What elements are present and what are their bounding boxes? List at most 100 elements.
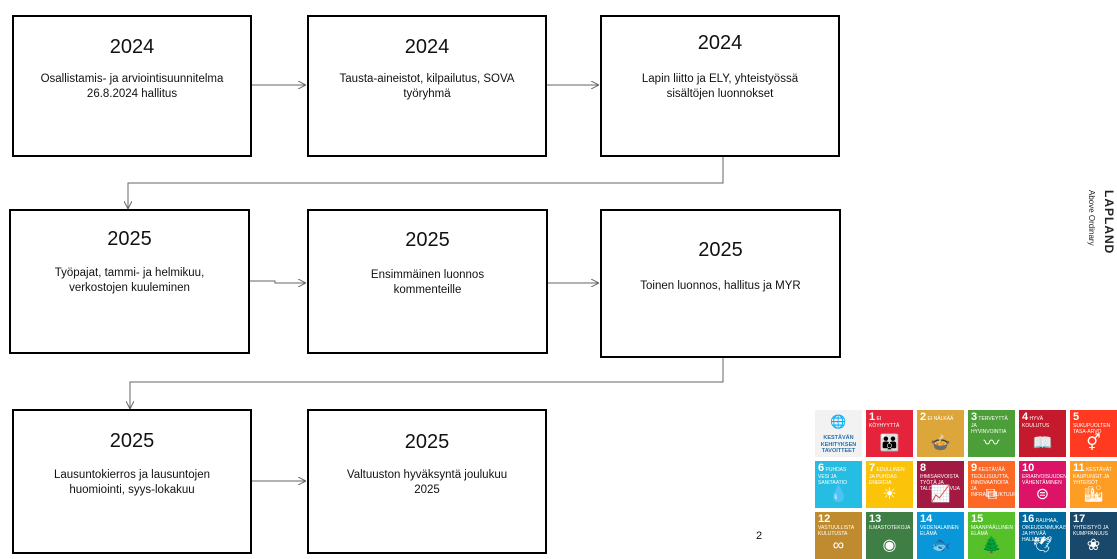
step-box-6: 2025 Toinen luonnos, hallitus ja MYR [600, 209, 841, 358]
step-year: 2024 [404, 36, 450, 58]
step-year: 2025 [404, 431, 450, 453]
sdg-tile-8: 8 IHMISARVOISTA TYÖTÄ JA TALOUSKASVUA📈 [917, 461, 964, 508]
step-description: Valtuuston hyväksyntä joulukuu 2025 [346, 469, 508, 496]
sdg-tile-label: RAUHAA, OIKEUDENMUKAISUUTTA JA HYVÄÄ HAL… [1022, 518, 1066, 543]
step-description: Osallistamis- ja arviointisuunnitelma 26… [40, 73, 224, 100]
sdg-tile-label: MAANPÄÄLLINEN ELÄMÄ [971, 525, 1013, 537]
logo-tagline: Above Ordinary [1087, 190, 1096, 246]
arrow-6-7 [130, 358, 724, 408]
lapland-logo: LAPLAND Above Ordinary [1084, 190, 1117, 270]
step-box-7: 2025 Lausuntokierros ja lausuntojen huom… [12, 409, 252, 554]
step-box-1: 2024 Osallistamis- ja arviointisuunnitel… [12, 15, 252, 157]
sdg-tile-label: VEDENALAINEN ELÄMÄ [920, 525, 959, 537]
step-box-3: 2024 Lapin liitto ja ELY, yhteistyössä s… [600, 15, 840, 157]
infinity-icon: ∞ [832, 537, 845, 554]
people-icon: 👪 [879, 435, 900, 452]
sdg-tile-label: TERVEYTTÄ JA HYVINVOINTIA [971, 416, 1008, 435]
sdg-tile-number: 14 [920, 513, 933, 525]
bowl-icon: 🍲 [930, 435, 951, 452]
sdg-tile-6: 6 PUHDAS VESI JA SANITAATIO💧 [815, 461, 862, 508]
sdg-tile-number: 7 [869, 462, 876, 474]
sdg-tile-number: 13 [869, 513, 882, 525]
eye-icon: ◉ [882, 537, 897, 554]
sdg-goals-grid: 🌐 KESTÄVÄN KEHITYKSEN TAVOITTEET 1 EI KÖ… [815, 410, 1117, 559]
sdg-tile-label: EI KÖYHYYTTÄ [869, 416, 900, 429]
step-year: 2024 [697, 32, 743, 54]
sdg-tile-4: 4 HYVÄ KOULUTUS 📖 [1019, 410, 1066, 457]
sdg-tile-3: 3 TERVEYTTÄ JA HYVINVOINTIA〰 [968, 410, 1015, 457]
sdg-tile-number: 8 [920, 462, 927, 474]
sdg-tile-7: 7 EDULLINEN JA PUHDAS ENERGIA☀ [866, 461, 913, 508]
sdg-tile-11: 11 KESTÄVÄT KAUPUNGIT JA YHTEISÖT🏙 [1070, 461, 1117, 508]
step-year: 2025 [107, 228, 152, 250]
sdg-tile-label: EDULLINEN JA PUHDAS ENERGIA [869, 467, 905, 486]
sdg-tile-16: 16 RAUHAA, OIKEUDENMUKAISUUTTA JA HYVÄÄ … [1019, 512, 1066, 559]
step-year: 2025 [109, 430, 155, 452]
sdg-logo-label: KESTÄVÄN KEHITYKSEN TAVOITTEET [820, 435, 857, 454]
step-box-8: 2025 Valtuuston hyväksyntä joulukuu 2025 [307, 409, 547, 554]
sdg-tile-9: 9 KESTÄVÄÄ TEOLLISUUTTA, INNOVAATIOITA J… [968, 461, 1015, 508]
tree-icon: 🌲 [981, 537, 1002, 554]
growth-icon: 📈 [930, 486, 951, 503]
sdg-tile-label: KESTÄVÄT KAUPUNGIT JA YHTEISÖT [1073, 467, 1113, 486]
sdg-tile-label: KESTÄVÄÄ TEOLLISUUTTA, INNOVAATIOITA JA … [971, 467, 1015, 498]
gender-icon: ⚥ [1086, 435, 1101, 452]
step-description: Toinen luonnos, hallitus ja MYR [640, 280, 801, 292]
cubes-icon: ⧉ [985, 486, 998, 503]
step-description: Lausuntokierros ja lausuntojen huomioint… [54, 469, 210, 496]
un-emblem-icon: 🌐 [830, 414, 847, 429]
sdg-logo-tile: 🌐 KESTÄVÄN KEHITYKSEN TAVOITTEET [815, 410, 862, 457]
step-description: Tausta-aineistot, kilpailutus, SOVA työr… [339, 73, 515, 100]
page-number: 2 [756, 530, 763, 542]
sdg-tile-label: SUKUPUOLTEN TASA-ARVO [1073, 423, 1111, 435]
arrow-4-5 [250, 281, 305, 283]
sdg-tile-number: 2 [920, 411, 927, 423]
sun-icon: ☀ [882, 486, 897, 503]
fish-icon: 🐟 [930, 537, 951, 554]
sdg-tile-number: 9 [971, 462, 978, 474]
logo-name: LAPLAND [1102, 190, 1116, 255]
sdg-tile-label: HYVÄ KOULUTUS [1022, 416, 1050, 429]
step-box-4: 2025 Työpajat, tammi- ja helmikuu, verko… [9, 209, 250, 354]
step-box-5: 2025 Ensimmäinen luonnos kommenteille [307, 209, 548, 354]
rings-icon: ❀ [1086, 537, 1101, 554]
sdg-tile-number: 17 [1073, 513, 1086, 525]
sdg-tile-14: 14 VEDENALAINEN ELÄMÄ🐟 [917, 512, 964, 559]
heartbeat-icon: 〰 [983, 435, 1000, 452]
sdg-tile-number: 6 [818, 462, 825, 474]
step-year: 2024 [109, 36, 155, 58]
sdg-tile-number: 12 [818, 513, 831, 525]
sdg-tile-10: 10 ERIARVOISUUDEN VÄHENTÄMINEN⊜ [1019, 461, 1066, 508]
sdg-tile-13: 13 ILMASTOTEKOJA ◉ [866, 512, 913, 559]
step-description: Työpajat, tammi- ja helmikuu, verkostoje… [54, 267, 205, 294]
book-icon: 📖 [1032, 435, 1053, 452]
sdg-tile-label: VASTUULLISTA KULUTUSTA [818, 525, 854, 537]
sdg-tile-label: IHMISARVOISTA TYÖTÄ JA TALOUSKASVUA [920, 474, 960, 492]
equality-icon: ⊜ [1035, 486, 1050, 503]
sdg-tile-number: 4 [1022, 411, 1029, 423]
water-icon: 💧 [828, 486, 849, 503]
sdg-tile-5: 5 SUKUPUOLTEN TASA-ARVO⚥ [1070, 410, 1117, 457]
step-year: 2025 [698, 239, 743, 261]
sdg-tile-label: PUHDAS VESI JA SANITAATIO [818, 467, 847, 486]
step-description: Lapin liitto ja ELY, yhteistyössä sisält… [641, 73, 799, 100]
sdg-tile-17: 17 YHTEISTYÖ JA KUMPPANUUS❀ [1070, 512, 1117, 559]
sdg-tile-label: YHTEISTYÖ JA KUMPPANUUS [1073, 525, 1109, 537]
sdg-tile-number: 10 [1022, 462, 1035, 474]
sdg-tile-1: 1 EI KÖYHYYTTÄ 👪 [866, 410, 913, 457]
sdg-tile-label: ILMASTOTEKOJA [869, 525, 911, 531]
sdg-tile-label: EI NÄLKÄÄ [926, 416, 954, 422]
city-icon: 🏙 [1083, 486, 1104, 503]
sdg-tile-number: 16 [1022, 513, 1035, 525]
sdg-tile-2: 2 EI NÄLKÄÄ 🍲 [917, 410, 964, 457]
sdg-tile-number: 15 [971, 513, 984, 525]
sdg-tile-number: 1 [869, 411, 876, 423]
sdg-tile-number: 11 [1073, 462, 1085, 474]
sdg-tile-15: 15 MAANPÄÄLLINEN ELÄMÄ🌲 [968, 512, 1015, 559]
sdg-tile-label: ERIARVOISUUDEN VÄHENTÄMINEN [1022, 474, 1066, 486]
arrow-3-4 [128, 157, 724, 208]
sdg-tile-12: 12 VASTUULLISTA KULUTUSTA∞ [815, 512, 862, 559]
dove-icon: 🕊 [1032, 537, 1053, 554]
sdg-tile-number: 3 [971, 411, 978, 423]
